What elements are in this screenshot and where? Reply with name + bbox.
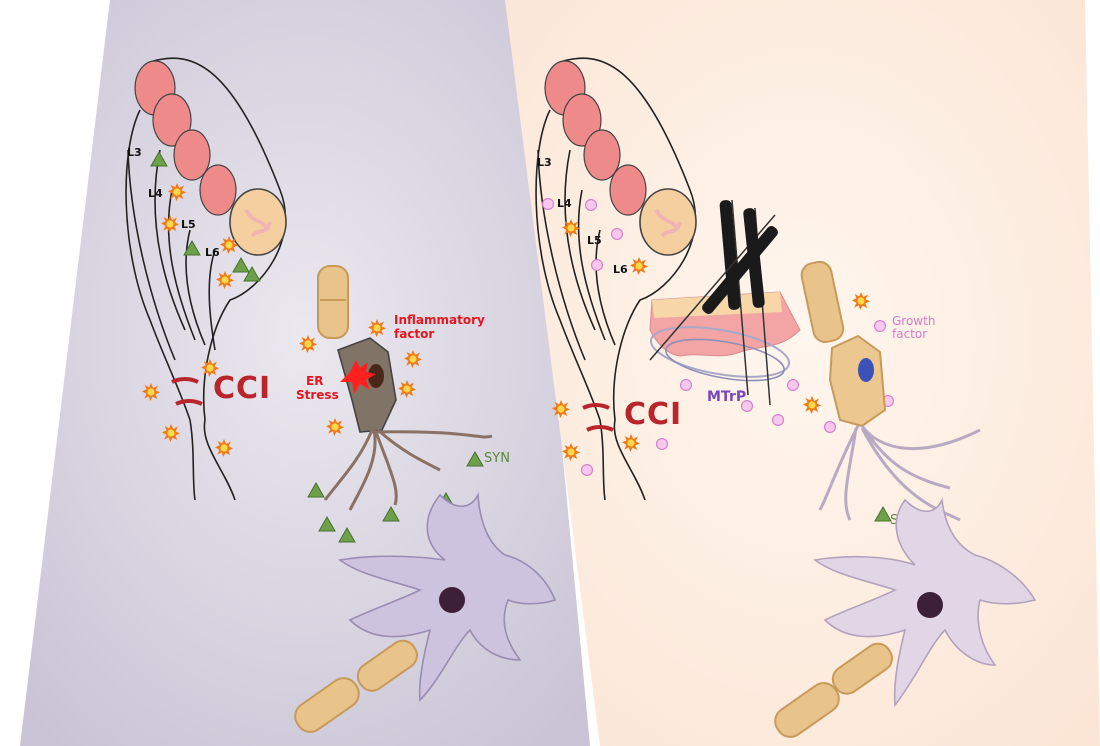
growth-factor-dot [585,199,597,211]
left-nerve-ligature [171,377,203,406]
growth-factor-dot [772,414,784,426]
growth-factor-label-2: factor [892,327,927,341]
left-root-l5: L5 [181,218,196,231]
left-spinal-roots [125,57,287,501]
growth-factor-dot [542,198,554,210]
left-cci-label: CCI [213,371,271,406]
inflammatory-label-2: factor [394,327,434,341]
growth-factor-dot [787,379,799,391]
mtrp-label: MTrP [707,389,746,405]
inflammatory-label-1: Inflammatory [394,313,485,327]
growth-factor-dot [741,400,753,412]
growth-factor-dot [874,320,886,332]
acupuncture-needles [649,199,778,406]
right-dorsal-horn-neuron [813,497,1037,708]
er-stress-label-1: ER [306,374,323,388]
left-syn-label: SYN [484,451,510,466]
right-root-l5: L5 [587,234,602,247]
growth-factor-dot [824,421,836,433]
growth-factor-dot [581,464,593,476]
right-root-l3: L3 [537,156,552,169]
growth-factor-label-1: Growth [892,314,935,328]
right-root-l4: L4 [557,197,572,210]
growth-factor-dot [680,379,692,391]
growth-factor-dot [591,259,603,271]
right-root-l6: L6 [613,263,628,276]
growth-factor-dot [656,438,668,450]
right-sensory-neuron [800,260,981,522]
er-stress-burst [340,360,376,394]
right-cci-label: CCI [624,397,682,432]
left-root-l4: L4 [148,187,163,200]
left-root-l6: L6 [205,246,220,259]
left-dorsal-horn-neuron [338,492,557,702]
right-spinal-roots [535,57,697,501]
er-stress-label-2: Stress [296,388,339,402]
right-nerve-ligature [582,403,614,432]
growth-factor-dot [611,228,623,240]
right-axon-bottom [774,642,893,738]
left-axon-bottom [294,639,418,733]
left-root-l3: L3 [127,146,142,159]
